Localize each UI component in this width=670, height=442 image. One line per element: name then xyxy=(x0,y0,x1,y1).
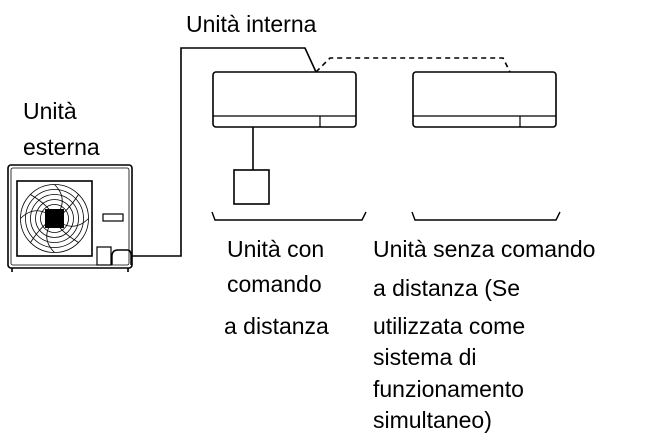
outdoor-unit-inner-frame xyxy=(10,167,130,266)
outdoor-unit-valve-cover xyxy=(96,246,112,266)
optional-connection-dashed-line xyxy=(315,57,511,73)
without-remote-label-line-2: a distanza (Se xyxy=(373,275,521,301)
indoor-unit-without-remote xyxy=(412,71,557,128)
without-remote-label-line-3: utilizzata come xyxy=(373,313,526,339)
outdoor-unit-label-plate xyxy=(102,213,124,222)
outdoor-unit-body xyxy=(7,164,133,269)
without-remote-label-line-4: sistema di xyxy=(373,344,477,370)
outdoor-unit-label-line-2: esterna xyxy=(23,134,100,160)
with-remote-label-line-1: Unità con xyxy=(227,236,325,262)
indoor-unit-with-remote xyxy=(212,71,357,128)
with-remote-label-line-2: comando xyxy=(227,271,322,297)
outdoor-unit xyxy=(7,164,133,272)
with-remote-label-line-3: a distanza xyxy=(224,313,329,339)
indoor-unit-label: Unità interna xyxy=(186,11,317,37)
without-remote-label-line-6: simultaneo) xyxy=(373,407,492,433)
fan-grille-icon xyxy=(16,180,93,257)
remote-controller-icon xyxy=(233,169,270,205)
without-remote-label-line-1: Unità senza comando xyxy=(373,236,596,262)
outdoor-unit-pipe-port xyxy=(111,249,132,265)
refrigerant-pipe-line xyxy=(131,47,317,257)
without-remote-label-line-5: funzionamento xyxy=(373,376,524,402)
bracket-without-remote xyxy=(411,211,561,221)
outdoor-unit-label-line-1: Unità xyxy=(23,98,77,124)
bracket-with-remote xyxy=(211,211,367,221)
